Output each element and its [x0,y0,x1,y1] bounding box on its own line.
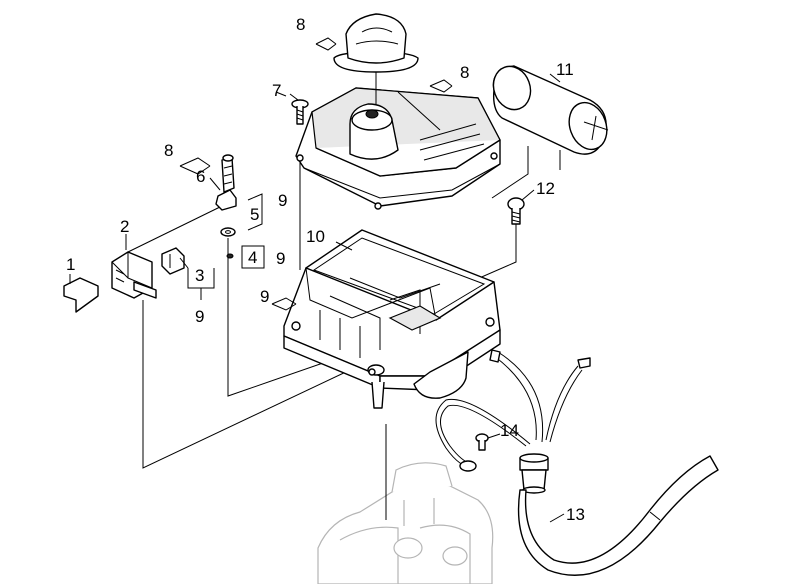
control-box [283,267,501,409]
callout-brackets [179,37,453,311]
washer-5 [220,227,236,237]
nut-4 [226,253,234,259]
callout-ticks [69,73,565,523]
callout-3: 3 [195,266,204,285]
callout-8-cover: 8 [460,63,469,82]
switch-2 [111,251,157,299]
cable-assembly [435,349,719,576]
callout-12: 12 [536,179,555,198]
callout-5: 5 [250,205,259,224]
callout-13: 13 [566,505,585,524]
rotary-knob [333,13,419,104]
motor-housing-ghost [317,462,494,584]
callout-11: 11 [556,60,574,79]
screw-7 [291,99,309,125]
callout-2: 2 [120,217,129,236]
callout-9-below-3: 9 [195,307,204,326]
capacitor [492,65,609,155]
screw-12 [507,197,525,225]
sensor-6 [215,154,237,211]
callout-7: 7 [272,81,281,100]
callout-labels: 1 2 3 9 4 9 5 9 6 8 7 8 8 9 10 11 12 13 … [66,15,585,524]
callout-8-left: 8 [164,141,173,160]
callout-10: 10 [306,227,325,246]
callout-9-beside-5: 9 [278,191,287,210]
callout-14: 14 [500,421,519,440]
top-cover [295,87,501,210]
callout-8-knob: 8 [296,15,305,34]
connector-3 [161,247,185,275]
callout-1: 1 [66,255,75,274]
callout-4: 4 [248,248,257,267]
callout-9-box: 9 [260,287,269,306]
callout-6: 6 [196,167,205,186]
callout-9-beside-4: 9 [276,249,285,268]
label-tag-1 [63,277,99,313]
